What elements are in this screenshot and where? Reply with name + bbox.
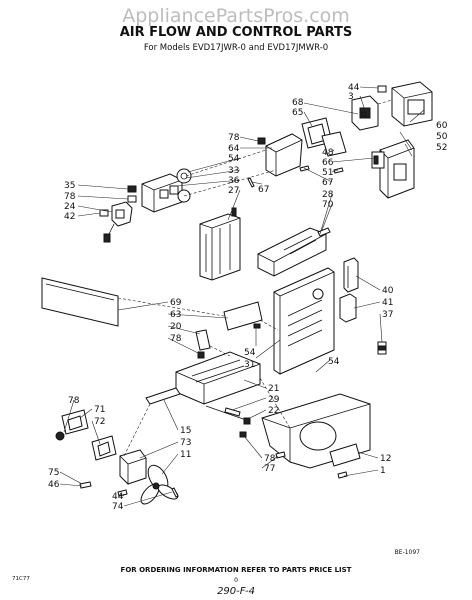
callout-28: 28: [322, 190, 334, 200]
callout-54-right: 54: [328, 357, 340, 367]
callout-27: 27: [228, 186, 239, 196]
callout-3: 3: [348, 92, 354, 102]
callout-73: 73: [180, 438, 191, 448]
callout-37: 37: [382, 310, 393, 320]
part-71-gasket: [55, 409, 89, 441]
callout-64: 64: [228, 144, 240, 154]
callout-22: 22: [268, 406, 279, 416]
callout-1: 1: [380, 466, 386, 476]
callout-36: 36: [228, 176, 240, 186]
part-72-gasket: [91, 435, 117, 461]
part-15-bracket: [145, 387, 181, 405]
reference-code: BE-1097: [395, 549, 421, 556]
callout-31: 31: [244, 360, 255, 370]
part-36-switch-block: [141, 173, 183, 213]
part-65-collar: [301, 117, 347, 157]
diagram-title: AIR FLOW AND CONTROL PARTS: [120, 25, 353, 40]
part-27-cover: [199, 207, 241, 281]
callout-70: 70: [322, 200, 334, 210]
callout-12: 12: [380, 454, 391, 464]
screws-46-44-74: [79, 481, 179, 498]
callout-42: 42: [64, 212, 75, 222]
callout-54-mid: 54: [244, 348, 256, 358]
watermark: AppliancePartsPros.com: [122, 5, 350, 27]
part-31-back-panel: [273, 267, 335, 375]
callout-67-mid: 67: [258, 185, 269, 195]
screws-78-77: [239, 431, 348, 479]
callout-60: 60: [436, 121, 448, 131]
callout-74: 74: [112, 502, 124, 512]
part-63-plate: [223, 301, 263, 331]
part-35-cap: [127, 185, 137, 203]
callout-65: 65: [292, 108, 303, 118]
callout-75: 75: [48, 468, 59, 478]
part-21-base-tray: [175, 351, 261, 405]
part-64-duct: [257, 133, 303, 177]
part-20-knob: [195, 329, 211, 359]
part-24-thermostat: [99, 201, 133, 243]
callout-11: 11: [180, 450, 191, 460]
left-code: 71C77: [12, 576, 30, 582]
part-11-fan-blade: [140, 464, 179, 505]
part-41-gasket: [339, 293, 357, 323]
part-44-screw-top: [361, 85, 387, 117]
callout-15: 15: [180, 426, 191, 436]
callout-48: 48: [322, 148, 334, 158]
callout-66: 66: [322, 158, 334, 168]
callout-68: 68: [292, 98, 304, 108]
leader-lines: [59, 86, 425, 507]
part-60-housing: [391, 81, 433, 127]
callout-46: 46: [48, 480, 60, 490]
callout-51: 51: [322, 168, 333, 178]
callout-50: 50: [436, 132, 448, 142]
part-37-clip: [377, 341, 387, 355]
callout-21: 21: [268, 384, 279, 394]
part-40-diffuser: [343, 257, 359, 293]
callout-78-mid: 78: [170, 334, 182, 344]
ordering-note: FOR ORDERING INFORMATION REFER TO PARTS …: [121, 566, 352, 574]
callout-63: 63: [170, 310, 181, 320]
part-50-control-housing: [379, 139, 415, 199]
part-12-fan-shroud: [261, 393, 371, 469]
callout-41: 41: [382, 298, 393, 308]
callout-77: 77: [264, 464, 275, 474]
callout-71: 71: [94, 405, 105, 415]
callout-69: 69: [170, 298, 182, 308]
callout-44-top: 44: [348, 83, 360, 93]
callout-33: 33: [228, 166, 239, 176]
callout-67: 67: [322, 178, 333, 188]
part-22-rod: [205, 405, 251, 425]
part-69-strip: [41, 277, 119, 327]
part-66-knob: [371, 151, 385, 169]
callout-54-upper: 54: [228, 154, 240, 164]
callout-44-bottom: 44: [112, 492, 124, 502]
callout-40: 40: [382, 286, 394, 296]
page-mark: 0: [234, 577, 238, 584]
callout-labels: 44 3 68 65 60 50 52 48 66 51 67 28 70 78…: [48, 83, 448, 512]
callout-29: 29: [268, 395, 280, 405]
callout-52: 52: [436, 143, 447, 153]
part-73-fan-motor: [119, 449, 147, 485]
callout-78-bottom: 78: [264, 454, 276, 464]
callout-35: 35: [64, 181, 75, 191]
handwritten-note: 290-F-4: [217, 586, 255, 597]
callout-20: 20: [170, 322, 182, 332]
callout-78-upper: 78: [228, 133, 240, 143]
part-28-air-tray: [257, 227, 331, 277]
assembly-lines: [117, 99, 393, 457]
callout-78-lower-left: 78: [68, 396, 80, 406]
callout-24: 24: [64, 202, 76, 212]
callout-78-left: 78: [64, 192, 76, 202]
callout-72: 72: [94, 417, 105, 427]
diagram-subtitle: For Models EVD17JWR-0 and EVD17JMWR-0: [144, 43, 328, 53]
